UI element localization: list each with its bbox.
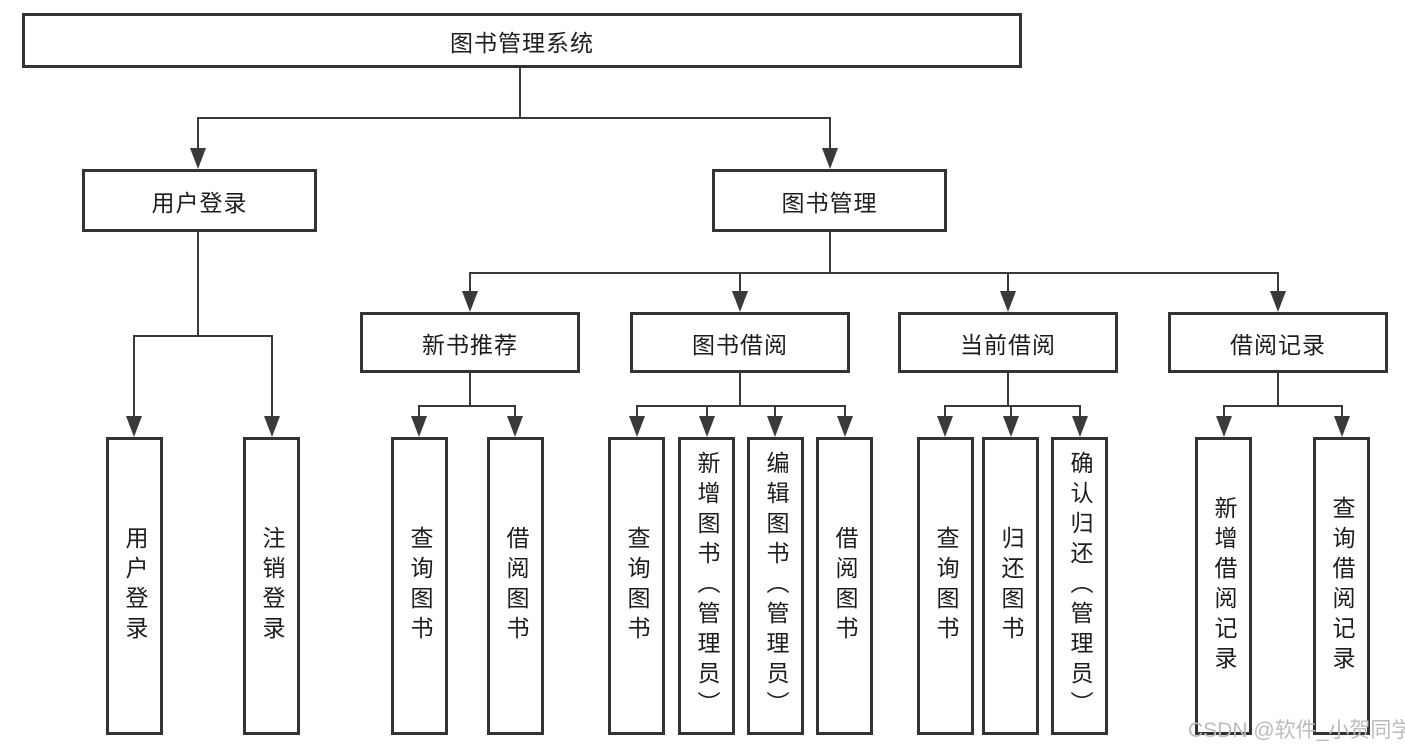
arrow-down-icon <box>1000 291 1016 312</box>
leaf-label: 编辑图书（管理员） <box>763 451 789 721</box>
arrow-down-icon <box>1216 416 1232 437</box>
arrow-down-icon <box>822 148 838 169</box>
connector-stub <box>197 232 199 335</box>
leaf-label: 查询借阅记录 <box>1329 496 1355 676</box>
connector-root-branch <box>197 117 831 119</box>
arrow-down-icon <box>126 416 142 437</box>
leaf-query-books-recommend: 查询图书 <box>391 437 448 735</box>
leaf-label: 新增图书（管理员） <box>694 451 720 721</box>
connector-stem <box>271 335 273 418</box>
connector-stem <box>469 272 471 293</box>
leaf-borrow-books-recommend: 借阅图书 <box>487 437 544 735</box>
connector-stem <box>1079 405 1081 418</box>
arrow-down-icon <box>1072 416 1088 437</box>
leaf-query-books-borrowing: 查询图书 <box>608 437 665 735</box>
connector-branch <box>133 335 273 337</box>
leaf-label: 借阅图书 <box>832 526 858 646</box>
leaf-label: 新增借阅记录 <box>1211 496 1237 676</box>
node-new-book-recommendation: 新书推荐 <box>360 312 580 373</box>
leaf-query-borrow-record: 查询借阅记录 <box>1313 437 1370 735</box>
connector-stem <box>774 405 776 418</box>
leaf-label: 注销登录 <box>259 526 285 646</box>
leaf-add-book-admin: 新增图书（管理员） <box>678 437 735 735</box>
arrow-down-icon <box>837 416 853 437</box>
leaf-label: 查询图书 <box>933 526 959 646</box>
connector-stem <box>636 405 638 418</box>
arrow-down-icon <box>732 291 748 312</box>
connector-stem <box>1223 405 1225 418</box>
connector-stem <box>706 405 708 418</box>
connector-stem <box>514 405 516 418</box>
node-library-management-system: 图书管理系统 <box>22 13 1022 68</box>
node-book-management: 图书管理 <box>712 169 947 232</box>
connector-stub <box>739 373 741 405</box>
connector-stem <box>418 405 420 418</box>
node-current-borrowing: 当前借阅 <box>898 312 1118 373</box>
leaf-label: 借阅图书 <box>503 526 529 646</box>
connector-root-stub <box>519 68 521 117</box>
arrow-down-icon <box>411 416 427 437</box>
connector-stem <box>844 405 846 418</box>
node-borrowing-records: 借阅记录 <box>1168 312 1388 373</box>
connector-branch <box>944 405 1081 407</box>
arrow-down-icon <box>462 291 478 312</box>
leaf-label: 查询图书 <box>407 526 433 646</box>
arrow-down-icon <box>1003 416 1019 437</box>
leaf-label: 用户登录 <box>122 526 148 646</box>
leaf-logout: 注销登录 <box>243 437 300 735</box>
leaf-label: 确认归还（管理员） <box>1067 451 1093 721</box>
arrow-down-icon <box>507 416 523 437</box>
connector-stem <box>197 117 199 150</box>
leaf-label: 查询图书 <box>624 526 650 646</box>
connector-stem <box>829 117 831 150</box>
leaf-edit-book-admin: 编辑图书（管理员） <box>747 437 804 735</box>
connector-stub <box>1277 373 1279 405</box>
csdn-watermark: CSDN @软件_小贺同学 <box>1188 719 1405 742</box>
arrow-down-icon <box>629 416 645 437</box>
leaf-user-login: 用户登录 <box>106 437 163 735</box>
leaf-confirm-return-admin: 确认归还（管理员） <box>1051 437 1108 735</box>
connector-stub <box>829 232 831 272</box>
connector-stub <box>469 373 471 405</box>
connector-stem <box>133 335 135 418</box>
node-book-borrowing: 图书借阅 <box>630 312 850 373</box>
connector-stem <box>1007 272 1009 293</box>
arrow-down-icon <box>1270 291 1286 312</box>
connector-stem <box>1010 405 1012 418</box>
leaf-return-books: 归还图书 <box>982 437 1039 735</box>
connector-branch <box>636 405 846 407</box>
arrow-down-icon <box>937 416 953 437</box>
node-user-login: 用户登录 <box>82 169 317 232</box>
leaf-query-books-current: 查询图书 <box>917 437 974 735</box>
connector-branch <box>1223 405 1343 407</box>
connector-stem <box>1277 272 1279 293</box>
connector-stem <box>739 272 741 293</box>
leaf-add-borrow-record: 新增借阅记录 <box>1195 437 1252 735</box>
arrow-down-icon <box>767 416 783 437</box>
connector-stem <box>944 405 946 418</box>
arrow-down-icon <box>699 416 715 437</box>
leaf-label: 归还图书 <box>998 526 1024 646</box>
connector-stem <box>1341 405 1343 418</box>
arrow-down-icon <box>190 148 206 169</box>
arrow-down-icon <box>1334 416 1350 437</box>
connector-stub <box>1007 373 1009 405</box>
leaf-borrow-books-borrowing: 借阅图书 <box>816 437 873 735</box>
connector-branch <box>469 272 1279 274</box>
arrow-down-icon <box>264 416 280 437</box>
connector-branch <box>418 405 516 407</box>
